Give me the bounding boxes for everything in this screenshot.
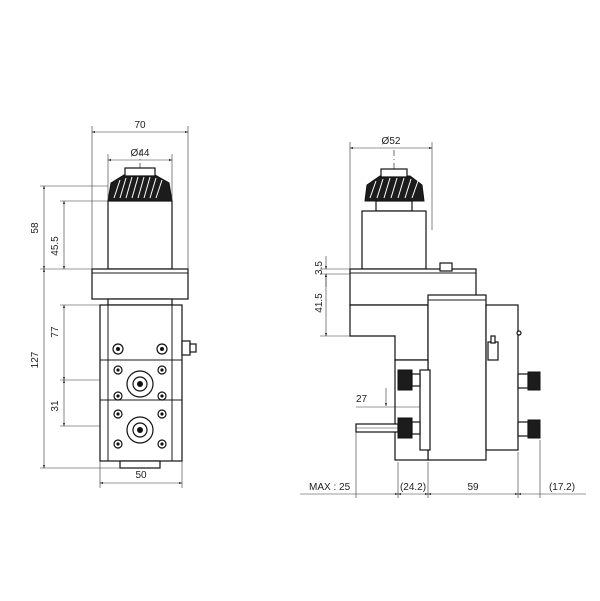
dim-height-body: 41.5	[314, 293, 325, 313]
dim-offset-tool: 27	[356, 394, 368, 405]
dim-left: (24.2)	[400, 482, 426, 493]
dim-right: (17.2)	[549, 482, 575, 493]
side-rear-block	[427, 294, 487, 461]
dim-width-base: 50	[135, 470, 147, 481]
dim-height-total: 127	[30, 351, 41, 368]
side-tool	[355, 423, 399, 433]
side-coupling-right	[517, 371, 541, 439]
side-grease-nipple	[487, 335, 499, 361]
front-flange	[91, 268, 189, 300]
front-bolt	[112, 343, 168, 355]
dim-diameter-gear-side: Ø52	[382, 136, 401, 147]
dim-width-overall: 70	[134, 120, 146, 131]
side-spindle-body	[361, 210, 427, 270]
dim-height-ports: 31	[50, 400, 61, 412]
front-view: 70 Ø44 58 45.5 127 77 31 50	[30, 120, 197, 488]
side-cover-plate	[485, 304, 519, 451]
dim-max-label: MAX : 25	[309, 482, 351, 493]
front-tool-port-upper	[113, 365, 167, 401]
front-spindle-body	[107, 200, 173, 270]
front-gear	[107, 167, 173, 202]
dim-height-flange: 3.5	[314, 261, 325, 275]
dim-mid: 59	[467, 482, 479, 493]
side-gear	[364, 168, 425, 212]
dim-height-upper: 58	[30, 222, 41, 234]
dim-height-lower: 77	[50, 326, 61, 338]
dim-height-spindle: 45.5	[50, 236, 61, 256]
front-tool-port-lower	[113, 409, 167, 449]
front-grease-nipple	[181, 340, 197, 356]
dim-diameter-gear-front: Ø44	[131, 148, 150, 159]
side-view: Ø52 3.5 41.5 27 MAX : 25 (24.2) 59 (17.2…	[300, 136, 586, 498]
